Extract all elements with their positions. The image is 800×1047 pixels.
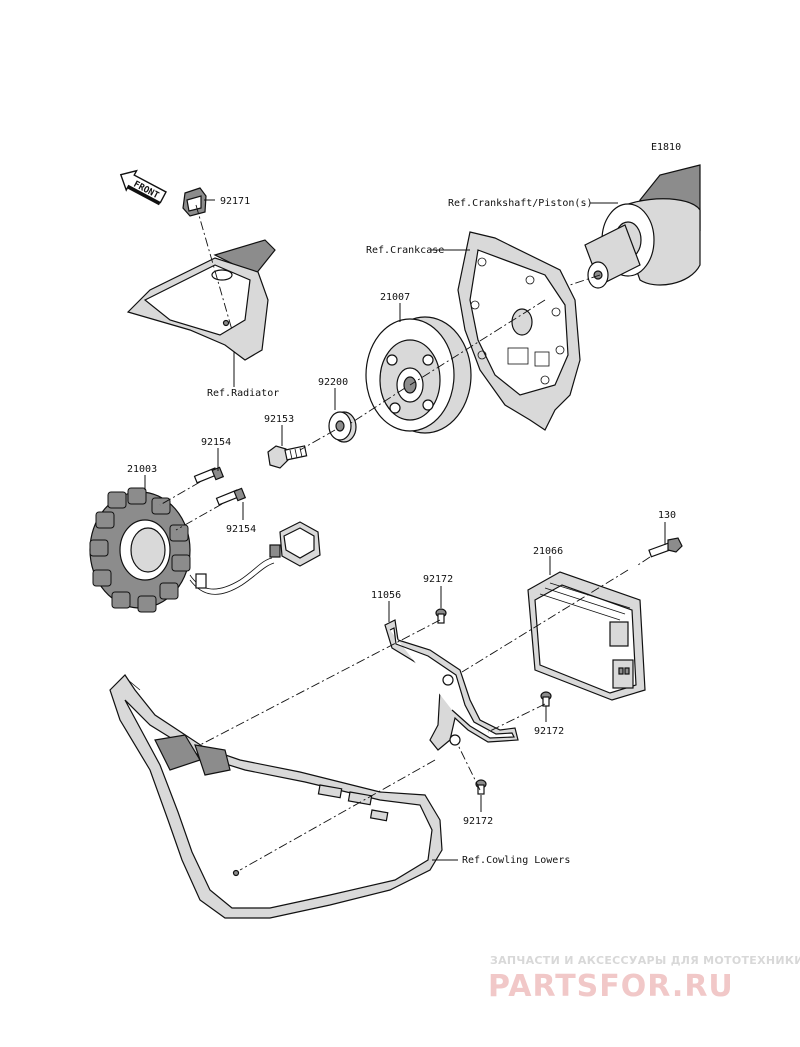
label-92171: 92171 — [220, 196, 250, 207]
leader-lines — [144, 199, 666, 861]
label-ref-radiator: Ref.Radiator — [207, 388, 279, 399]
crankshaft-ref-part — [584, 164, 701, 289]
clip-part — [182, 187, 207, 217]
label-92200: 92200 — [318, 377, 348, 388]
screw-b-part — [540, 691, 552, 707]
connector-part — [269, 521, 321, 567]
label-92154-lower: 92154 — [226, 524, 256, 535]
stator-part — [89, 487, 275, 613]
rotor-bolt-part — [267, 445, 308, 469]
screw-c-part — [475, 779, 487, 795]
stator-bolt-lower-part — [215, 487, 247, 506]
label-21007: 21007 — [380, 292, 410, 303]
stator-bolt-upper-part — [193, 466, 225, 484]
watermark-tagline: ЗАПЧАСТИ И АКСЕССУАРЫ ДЛЯ МОТОТЕХНИКИ — [490, 954, 800, 967]
watermark-logo: PARTSFOR.RU — [488, 969, 734, 1004]
crankcase-ref-part — [457, 231, 581, 431]
label-92172-b: 92172 — [534, 726, 564, 737]
label-21066: 21066 — [533, 546, 563, 557]
regulator-part — [527, 571, 646, 701]
radiator-ref-part — [126, 239, 276, 361]
diagram-code: E1810 — [651, 142, 681, 153]
label-92154-upper: 92154 — [201, 437, 231, 448]
washer-part — [328, 411, 357, 443]
label-11056: 11056 — [371, 590, 401, 601]
rotor-part — [365, 316, 472, 434]
cowling-lower-ref-part — [109, 674, 443, 919]
screw-a-part — [435, 608, 447, 624]
front-arrow-icon: FRONT — [119, 169, 167, 206]
regulator-bolt-part — [648, 537, 683, 558]
label-92172-c: 92172 — [463, 816, 493, 827]
label-ref-crankcase: Ref.Crankcase — [366, 245, 444, 256]
label-21003: 21003 — [127, 464, 157, 475]
label-ref-cowling: Ref.Cowling Lowers — [462, 855, 570, 866]
reference-lines — [159, 204, 651, 871]
label-92172-a: 92172 — [423, 574, 453, 585]
bracket-part — [384, 619, 519, 751]
label-130: 130 — [658, 510, 676, 521]
label-ref-crankshaft: Ref.Crankshaft/Piston(s) — [448, 198, 593, 209]
label-92153: 92153 — [264, 414, 294, 425]
